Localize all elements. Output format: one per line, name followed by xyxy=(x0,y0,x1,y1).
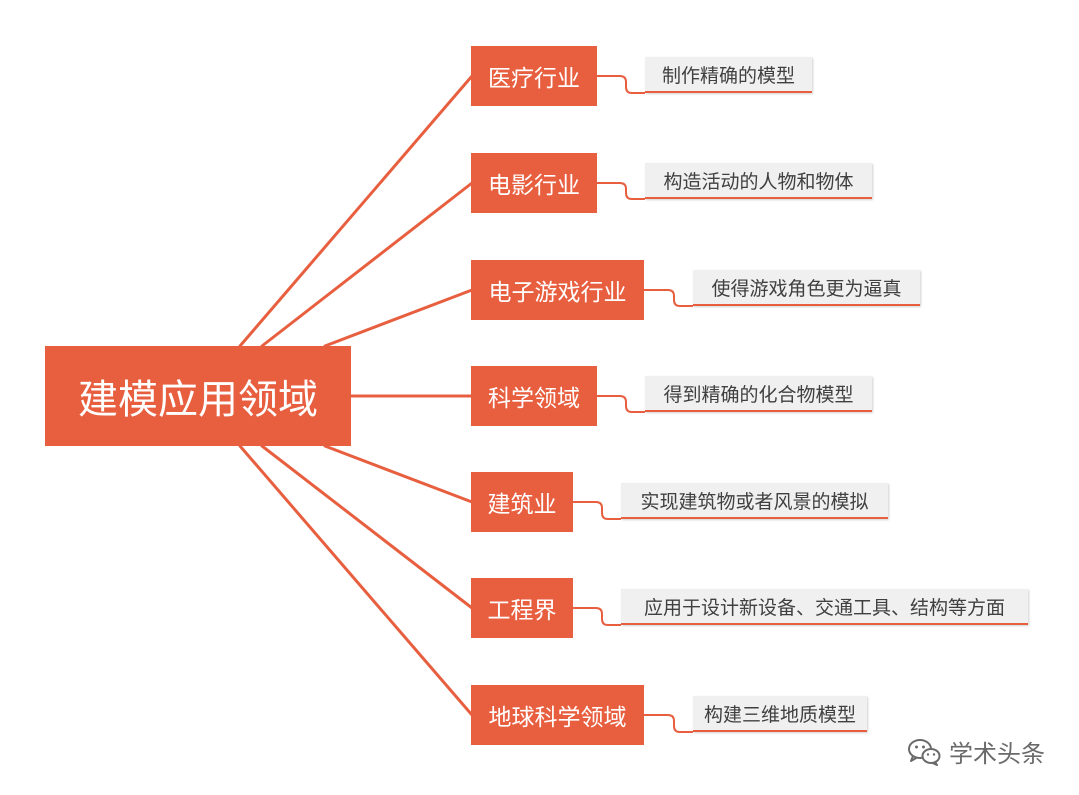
leaf-node-label: 实现建筑物或者风景的模拟 xyxy=(640,490,869,513)
branch-node-label: 地球科学领域 xyxy=(488,705,627,731)
watermark: 学术头条 xyxy=(907,734,1045,769)
branch-node-earth-science: 地球科学领域 xyxy=(471,685,644,745)
branch-node-science: 科学领域 xyxy=(471,366,597,426)
connector-branch-leaf-6 xyxy=(573,607,621,626)
connector-branch-leaf-7 xyxy=(644,714,693,733)
connector-root-branch-1 xyxy=(238,74,474,348)
leaf-node-label: 制作精确的模型 xyxy=(661,64,795,87)
leaf-node-construction: 实现建筑物或者风景的模拟 xyxy=(621,483,888,519)
branch-node-label: 电子游戏行业 xyxy=(488,280,627,306)
leaf-node-label: 得到精确的化合物模型 xyxy=(663,383,854,406)
branch-node-label: 电影行业 xyxy=(488,173,580,199)
connector-branch-leaf-3 xyxy=(644,289,693,307)
leaf-node-medical: 制作精确的模型 xyxy=(645,57,812,93)
watermark-text: 学术头条 xyxy=(949,740,1045,768)
connector-branch-leaf-1 xyxy=(597,75,645,94)
leaf-node-label: 构建三维地质模型 xyxy=(703,703,856,726)
leaf-node-label: 使得游戏角色更为逼真 xyxy=(711,277,902,300)
wechat-icon xyxy=(907,738,941,766)
branch-node-construction: 建筑业 xyxy=(471,472,573,532)
branch-node-film: 电影行业 xyxy=(471,153,597,213)
connector-branch-leaf-5 xyxy=(573,501,621,520)
connector-root-branch-2 xyxy=(260,181,474,348)
branch-node-label: 医疗行业 xyxy=(488,66,580,92)
root-node: 建模应用领域 xyxy=(45,346,351,446)
leaf-node-science: 得到精确的化合物模型 xyxy=(645,376,872,412)
branch-node-label: 工程界 xyxy=(487,598,557,624)
leaf-node-label: 应用于设计新设备、交通工具、结构等方面 xyxy=(643,596,1005,619)
leaf-node-label: 构造活动的人物和物体 xyxy=(663,170,854,193)
leaf-node-video-games: 使得游戏角色更为逼真 xyxy=(693,270,920,306)
leaf-node-film: 构造活动的人物和物体 xyxy=(645,163,872,199)
connector-root-branch-3 xyxy=(323,288,474,348)
branch-node-video-games: 电子游戏行业 xyxy=(471,260,644,320)
leaf-node-earth-science: 构建三维地质模型 xyxy=(693,696,867,732)
connector-branch-leaf-4 xyxy=(597,395,645,413)
root-node-label: 建模应用领域 xyxy=(78,377,318,423)
branch-node-label: 科学领域 xyxy=(488,386,580,412)
connector-root-branch-5 xyxy=(323,444,474,504)
branch-node-medical: 医疗行业 xyxy=(471,46,597,106)
connector-root-branch-6 xyxy=(260,444,474,610)
branch-node-label: 建筑业 xyxy=(487,492,557,518)
branch-node-engineering: 工程界 xyxy=(471,578,573,638)
leaf-node-engineering: 应用于设计新设备、交通工具、结构等方面 xyxy=(621,589,1028,625)
connector-branch-leaf-2 xyxy=(597,182,645,200)
connector-root-branch-7 xyxy=(238,444,474,717)
